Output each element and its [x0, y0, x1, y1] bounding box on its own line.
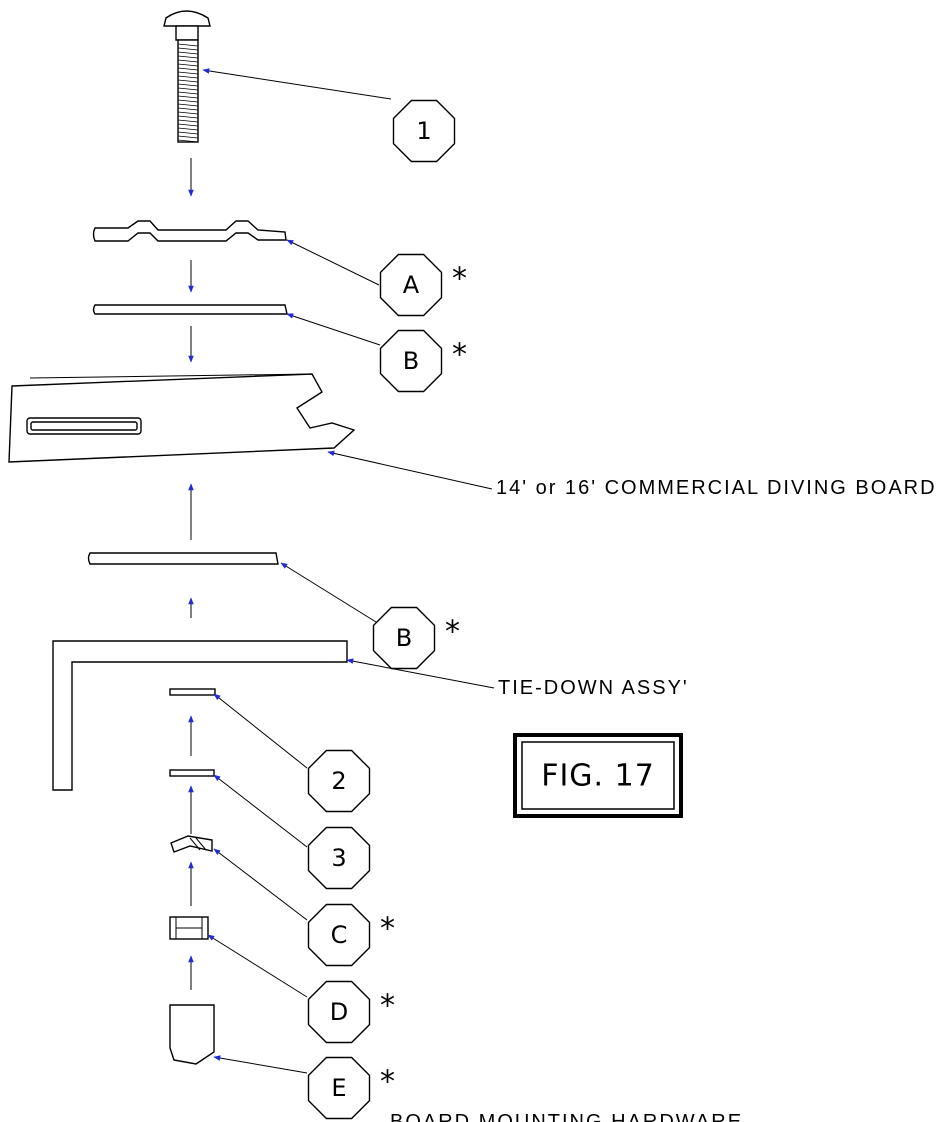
thread-line [177, 127, 199, 131]
footer-note: BOARD MOUNTING HARDWARE [390, 1111, 743, 1122]
saddle-washer-a [92, 220, 287, 242]
callout-label: 1 [416, 117, 431, 145]
thread-line [177, 111, 199, 115]
callout-label: E [331, 1074, 346, 1102]
callout-1: 1 [392, 99, 456, 163]
thread-line [177, 123, 199, 127]
leader-line [286, 313, 381, 346]
thread-line [177, 103, 199, 107]
callout-e: E * [307, 1056, 395, 1120]
flat-plate-b-lower [87, 552, 279, 565]
note-leader-line [327, 450, 493, 490]
tiedown-note: TIE-DOWN ASSY' [498, 677, 689, 699]
board-note: 14' or 16' COMMERCIAL DIVING BOARD [496, 477, 937, 499]
leader-line [213, 1055, 308, 1074]
carriage-bolt [163, 10, 211, 143]
thread-line [177, 51, 199, 55]
thread-line [177, 79, 199, 83]
thread-line [177, 47, 199, 51]
thread-line [177, 99, 199, 103]
leader-line [202, 68, 392, 100]
thread-line [177, 95, 199, 99]
callout-3: 3 [307, 826, 371, 890]
flat-washer-2 [169, 688, 216, 696]
leader-line [213, 774, 308, 848]
leader-line [213, 848, 308, 921]
callout-d: D * [307, 980, 395, 1044]
callout-label: D [330, 998, 348, 1026]
thread-line [177, 63, 199, 67]
thread-line [177, 91, 199, 95]
thread-line [177, 59, 199, 63]
optional-marker: * [452, 262, 467, 297]
callout-label: C [331, 921, 348, 949]
lock-washer-c [170, 835, 213, 853]
acorn-cap-e [169, 1004, 215, 1065]
thread-line [177, 67, 199, 71]
leader-line [213, 693, 308, 769]
thread-line [177, 43, 199, 47]
callout-c: C * [307, 903, 395, 967]
leader-line [286, 239, 380, 286]
callout-b-lower: B * [372, 606, 460, 670]
hex-nut-d [169, 916, 209, 940]
optional-marker: * [445, 615, 460, 650]
leader-lines [202, 68, 495, 1074]
callout-label: A [403, 271, 420, 299]
callout-b-upper: B * [379, 329, 467, 393]
callout-label: B [396, 624, 412, 652]
diving-board-section [8, 373, 356, 463]
tie-down-angle [52, 640, 348, 791]
thread-line [177, 75, 199, 79]
thread-line [177, 83, 199, 87]
thread-line [177, 135, 199, 139]
optional-marker: * [452, 338, 467, 373]
thread-line [177, 139, 199, 143]
figure-label-box: FIG. 17 [513, 733, 683, 818]
thread-line [177, 131, 199, 135]
optional-marker: * [380, 912, 395, 947]
thread-line [177, 119, 199, 123]
flat-plate-b-upper [92, 304, 288, 315]
optional-marker: * [380, 1065, 395, 1100]
leader-line [280, 562, 377, 623]
thread-line [177, 87, 199, 91]
optional-marker: * [380, 989, 395, 1024]
thread-line [177, 55, 199, 59]
thread-line [177, 115, 199, 119]
thread-line [177, 107, 199, 111]
callout-2: 2 [307, 749, 371, 813]
leader-line [207, 934, 308, 998]
callout-a: A * [379, 253, 467, 317]
figure-label: FIG. 17 [541, 759, 655, 794]
callout-label: 3 [331, 844, 346, 872]
flat-washer-3 [169, 769, 215, 777]
callout-label: 2 [331, 767, 346, 795]
callout-label: B [403, 347, 419, 375]
thread-line [177, 71, 199, 75]
note-leader-line [346, 658, 495, 689]
